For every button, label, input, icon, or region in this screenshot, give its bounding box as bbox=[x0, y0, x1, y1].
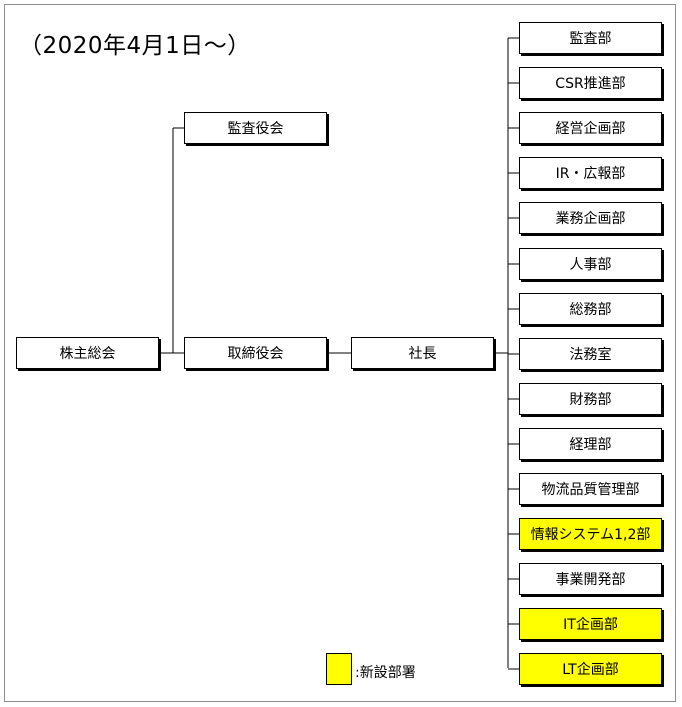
department-box: 情報システム1,2部 bbox=[519, 518, 662, 550]
department-box: LT企画部 bbox=[519, 653, 662, 685]
department-box: IT企画部 bbox=[519, 608, 662, 640]
department-box: 監査部 bbox=[519, 22, 662, 54]
department-box: IR・広報部 bbox=[519, 157, 662, 189]
department-box: 事業開発部 bbox=[519, 563, 662, 595]
board-of-directors-box: 取締役会 bbox=[184, 337, 327, 369]
department-box: 法務室 bbox=[519, 338, 662, 370]
audit-board-box: 監査役会 bbox=[184, 112, 327, 144]
department-box: 業務企画部 bbox=[519, 202, 662, 234]
department-label: 総務部 bbox=[569, 302, 612, 318]
department-label: 業務企画部 bbox=[555, 211, 626, 227]
department-box: 物流品質管理部 bbox=[519, 473, 662, 505]
audit-board-label: 監査役会 bbox=[227, 121, 284, 137]
department-label: 財務部 bbox=[569, 392, 612, 408]
department-box: 経理部 bbox=[519, 428, 662, 460]
department-label: 法務室 bbox=[569, 347, 612, 363]
effective-date: （2020年4月1日～） bbox=[19, 33, 251, 59]
department-label: 人事部 bbox=[569, 257, 612, 273]
department-label: 経営企画部 bbox=[555, 121, 626, 137]
president-box: 社長 bbox=[351, 337, 494, 369]
department-box: CSR推進部 bbox=[519, 67, 662, 99]
shareholders-meeting-label: 株主総会 bbox=[59, 346, 116, 362]
department-box: 人事部 bbox=[519, 248, 662, 280]
department-box: 財務部 bbox=[519, 383, 662, 415]
shareholders-meeting-box: 株主総会 bbox=[16, 337, 159, 369]
department-label: 事業開発部 bbox=[555, 572, 626, 588]
org-chart-frame bbox=[4, 4, 676, 702]
board-of-directors-label: 取締役会 bbox=[227, 346, 284, 362]
legend-new-department-label: :新設部署 bbox=[355, 665, 416, 681]
department-label: IR・広報部 bbox=[555, 166, 626, 182]
department-label: 監査部 bbox=[569, 31, 612, 47]
department-label: CSR推進部 bbox=[555, 76, 626, 92]
department-label: 情報システム1,2部 bbox=[530, 527, 651, 543]
department-box: 総務部 bbox=[519, 293, 662, 325]
department-box: 経営企画部 bbox=[519, 112, 662, 144]
department-label: 経理部 bbox=[569, 437, 612, 453]
department-label: LT企画部 bbox=[562, 662, 619, 678]
legend-new-department-swatch bbox=[326, 653, 352, 685]
department-label: 物流品質管理部 bbox=[541, 482, 640, 498]
president-label: 社長 bbox=[408, 346, 437, 362]
department-label: IT企画部 bbox=[563, 617, 618, 633]
